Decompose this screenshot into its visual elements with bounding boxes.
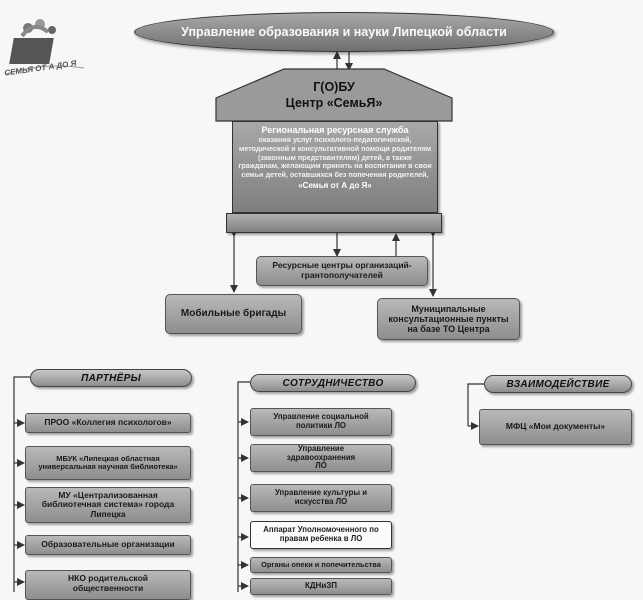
cooperation-item-label: Аппарат Уполномоченного по правам ребенк… [263, 525, 379, 543]
partners-bracket [13, 376, 30, 592]
interaction-header: ВЗАИМОДЕЙСТВИЕ [484, 375, 632, 393]
partner-item-label: Образовательные организации [41, 539, 175, 550]
cooperation-item-4: Аппарат Уполномоченного по правам ребенк… [250, 521, 392, 549]
partner-item-label: МБУК «Липецкая областная универсальная н… [38, 453, 178, 471]
partner-item-1: ПРОО «Коллегия психологов» [25, 413, 191, 433]
partners-header: ПАРТНЁРЫ [30, 369, 192, 387]
cooperation-item-1: Управление социальной политики ЛО [250, 408, 392, 436]
center-title-line2: Центр «СемьЯ» [285, 95, 383, 110]
cooperation-item-5: Органы опеки и попечительства [250, 557, 392, 573]
cooperation-item-label: КДНиЗП [304, 581, 338, 591]
partner-item-label: МУ «Централизованная библиотечная систем… [41, 489, 175, 519]
logo: СЕМЬЯ ОТ А ДО Я [4, 14, 86, 84]
partner-item-label: НКО родительской общественности [68, 573, 148, 593]
partner-item-3: МУ «Централизованная библиотечная систем… [25, 487, 191, 523]
mobile-teams-label: Мобильные бригады [180, 308, 287, 320]
cooperation-item-label: Управление здравоохранения ЛО [286, 443, 356, 471]
family-logo-icon [5, 19, 85, 75]
interaction-item-1: МФЦ «Мои документы» [479, 409, 632, 445]
center-base [226, 213, 442, 233]
cooperation-bracket [237, 381, 250, 592]
ministry-box: Управление образования и науки Липецкой … [134, 12, 554, 52]
service-title: Региональная ресурсная служба [261, 125, 409, 135]
resource-centers-label: Ресурсные центры организаций-грантополуч… [272, 260, 412, 280]
cooperation-item-6: КДНиЗП [250, 578, 392, 595]
center-title-line1: Г(О)БУ [313, 80, 355, 94]
partner-item-2: МБУК «Липецкая областная универсальная н… [25, 446, 191, 480]
center-title: Г(О)БУ Центр «СемьЯ» [254, 80, 414, 111]
interaction-item-label: МФЦ «Мои документы» [505, 421, 606, 432]
interaction-bracket [467, 383, 484, 426]
center-roof [215, 68, 453, 122]
partners-header-label: ПАРТНЁРЫ [81, 372, 141, 384]
mobile-teams-box: Мобильные бригады [165, 294, 302, 334]
partner-item-4: Образовательные организации [25, 535, 191, 555]
municipal-label: Муниципальные консультационные пункты на… [388, 303, 509, 335]
municipal-box: Муниципальные консультационные пункты на… [377, 298, 520, 340]
cooperation-item-2: Управление здравоохранения ЛО [250, 444, 392, 472]
cooperation-header-label: СОТРУДНИЧЕСТВО [282, 377, 384, 389]
cooperation-header: СОТРУДНИЧЕСТВО [250, 374, 416, 392]
resource-centers-box: Ресурсные центры организаций-грантополуч… [256, 256, 428, 286]
interaction-header-label: ВЗАИМОДЕЙСТВИЕ [506, 378, 610, 390]
cooperation-item-label: Органы опеки и попечительства [261, 559, 381, 569]
center-body: Региональная ресурсная служба оказания у… [232, 121, 438, 213]
partner-item-label: ПРОО «Коллегия психологов» [44, 417, 172, 428]
service-name: «Семья от А до Я» [298, 180, 372, 190]
cooperation-item-label: Управление социальной политики ЛО [273, 412, 369, 430]
service-text: оказания услуг психолого-педагогической,… [238, 135, 432, 180]
ministry-title: Управление образования и науки Липецкой … [181, 25, 507, 39]
cooperation-item-3: Управление культуры и искусства ЛО [250, 484, 392, 512]
cooperation-item-label: Управление культуры и искусства ЛО [274, 488, 368, 506]
partner-item-5: НКО родительской общественности [25, 570, 191, 600]
